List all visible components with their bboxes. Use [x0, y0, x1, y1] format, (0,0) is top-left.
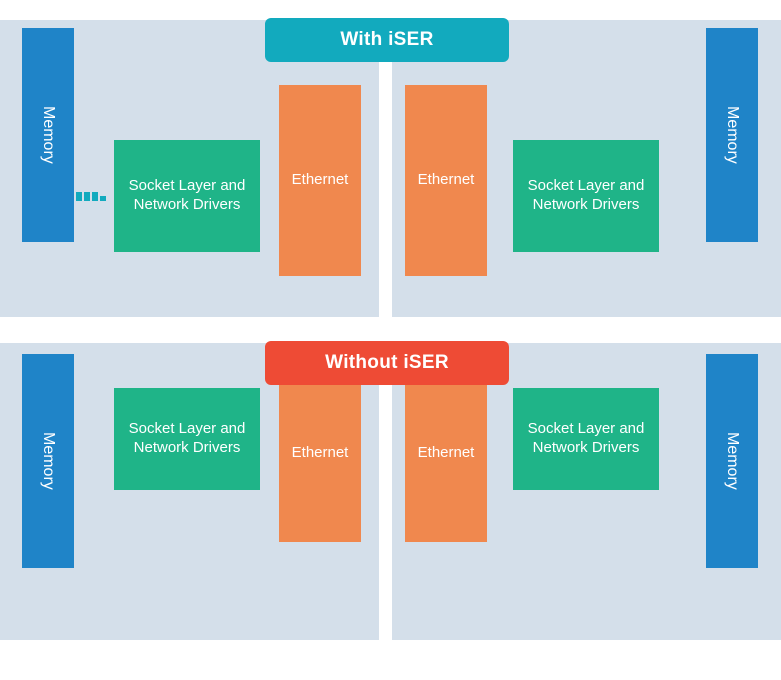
without-iser-left-ethernet-label: Ethernet — [291, 444, 349, 462]
section-without-iser: Memory Socket Layer and Network Drivers … — [0, 341, 781, 640]
with-iser-left-panel: Memory Socket Layer and Network Drivers … — [0, 20, 379, 317]
with-iser-right-memory-block[interactable]: Memory — [706, 28, 758, 242]
connector-segment — [100, 196, 106, 201]
with-iser-left-memory-label: Memory — [40, 106, 57, 164]
without-iser-right-panel: Ethernet Socket Layer and Network Driver… — [392, 343, 781, 640]
without-iser-right-memory-block[interactable]: Memory — [706, 354, 758, 568]
section-with-iser: Memory Socket Layer and Network Drivers … — [0, 18, 781, 317]
without-iser-left-socket-block[interactable]: Socket Layer and Network Drivers — [114, 388, 260, 490]
without-iser-right-memory-label: Memory — [724, 432, 741, 490]
connector-segment — [76, 192, 82, 201]
with-iser-right-socket-label: Socket Layer and Network Drivers — [527, 177, 645, 213]
without-iser-left-socket-label: Socket Layer and Network Drivers — [128, 420, 246, 456]
with-iser-right-socket-block[interactable]: Socket Layer and Network Drivers — [513, 140, 659, 252]
with-iser-title-label: With iSER — [340, 29, 434, 50]
with-iser-left-socket-block[interactable]: Socket Layer and Network Drivers — [114, 140, 260, 252]
iser-connector-icon — [76, 192, 106, 201]
without-iser-title-label: Without iSER — [325, 352, 449, 373]
without-iser-left-ethernet-block[interactable]: Ethernet — [279, 365, 361, 542]
with-iser-left-socket-label: Socket Layer and Network Drivers — [128, 177, 246, 213]
with-iser-right-memory-label: Memory — [724, 106, 741, 164]
with-iser-title-badge[interactable]: With iSER — [265, 18, 509, 62]
with-iser-left-ethernet-block[interactable]: Ethernet — [279, 85, 361, 276]
connector-segment — [92, 192, 98, 201]
with-iser-right-ethernet-label: Ethernet — [417, 171, 475, 189]
without-iser-right-socket-label: Socket Layer and Network Drivers — [527, 420, 645, 456]
without-iser-left-panel: Memory Socket Layer and Network Drivers … — [0, 343, 379, 640]
with-iser-left-ethernet-label: Ethernet — [291, 171, 349, 189]
without-iser-left-memory-block[interactable]: Memory — [22, 354, 74, 568]
with-iser-left-memory-block[interactable]: Memory — [22, 28, 74, 242]
without-iser-right-socket-block[interactable]: Socket Layer and Network Drivers — [513, 388, 659, 490]
without-iser-title-badge[interactable]: Without iSER — [265, 341, 509, 385]
without-iser-right-ethernet-label: Ethernet — [417, 444, 475, 462]
without-iser-right-ethernet-block[interactable]: Ethernet — [405, 365, 487, 542]
without-iser-left-memory-label: Memory — [40, 432, 57, 490]
with-iser-right-panel: Ethernet Socket Layer and Network Driver… — [392, 20, 781, 317]
with-iser-right-ethernet-block[interactable]: Ethernet — [405, 85, 487, 276]
connector-segment — [84, 192, 90, 201]
